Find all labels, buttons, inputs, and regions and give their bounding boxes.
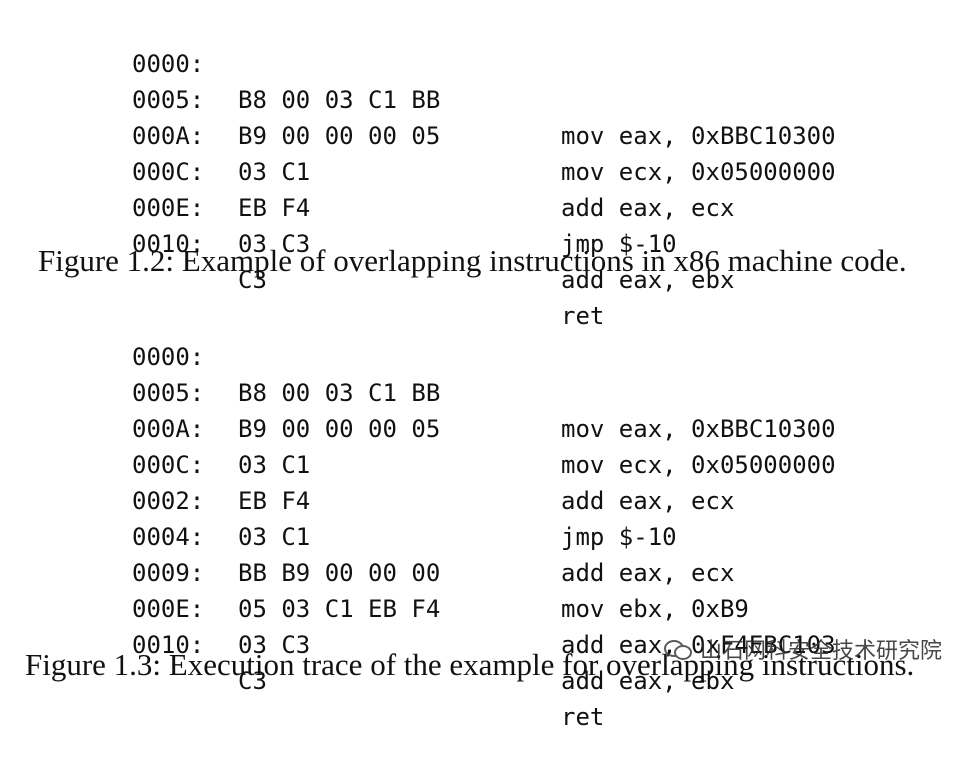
assembly-instruction: ret: [561, 302, 605, 330]
watermark: 山石网科安全技术研究院: [663, 633, 942, 665]
code-row: 000A: 03 C1 add eax, ecx: [0, 375, 977, 515]
code-row: 000E: 03 C3 add eax, ebx: [0, 555, 977, 695]
wechat-icon: [663, 639, 692, 660]
assembly-instruction: mov eax, 0xBBC10300: [561, 122, 836, 150]
address: 000C:: [132, 451, 205, 479]
machine-bytes: B9 00 00 00 05: [238, 122, 441, 150]
figure-1-2-caption: Figure 1.2: Example of overlapping instr…: [38, 243, 907, 278]
assembly-instruction: ret: [561, 703, 605, 731]
code-row: 0010: C3 ret: [0, 190, 977, 330]
machine-bytes: EB F4: [238, 487, 311, 515]
machine-bytes: BB B9 00 00 00: [238, 559, 441, 587]
address: 000A:: [132, 415, 205, 443]
address: 0009:: [132, 559, 205, 587]
machine-bytes: B8 00 03 C1 BB: [238, 86, 441, 114]
code-row: 0000: B8 00 03 C1 BB mov eax, 0xBBC10300: [0, 10, 977, 150]
address: 0000:: [132, 50, 205, 78]
code-row: 0004: BB B9 00 00 00 mov ebx, 0xB9: [0, 483, 977, 623]
code-row: 000A: 03 C1 add eax, ecx: [0, 82, 977, 222]
machine-bytes: 03 C3: [238, 230, 311, 258]
machine-bytes: 03 C1: [238, 158, 311, 186]
assembly-instruction: mov ecx, 0x05000000: [561, 451, 836, 479]
code-row: 000C: EB F4 jmp $-10: [0, 411, 977, 551]
address: 0004:: [132, 523, 205, 551]
address: 0010:: [132, 230, 205, 258]
machine-bytes: 05 03 C1 EB F4: [238, 595, 441, 623]
code-row: 0002: 03 C1 add eax, ecx: [0, 447, 977, 587]
assembly-instruction: add eax, ebx: [561, 266, 735, 294]
code-row: 0010: C3 ret: [0, 591, 977, 731]
code-row: 0005: B9 00 00 00 05 mov ecx, 0x05000000: [0, 46, 977, 186]
figure-1-3-caption: Figure 1.3: Execution trace of the examp…: [25, 647, 915, 682]
code-row: 000E: 03 C3 add eax, ebx: [0, 154, 977, 294]
assembly-instruction: mov ecx, 0x05000000: [561, 158, 836, 186]
machine-bytes: B9 00 00 00 05: [238, 415, 441, 443]
address: 000C:: [132, 158, 205, 186]
assembly-instruction: add eax, ecx: [561, 194, 735, 222]
assembly-instruction: jmp $-10: [561, 523, 677, 551]
machine-bytes: B8 00 03 C1 BB: [238, 379, 441, 407]
assembly-instruction: add eax, ecx: [561, 559, 735, 587]
machine-bytes: 03 C1: [238, 451, 311, 479]
assembly-instruction: mov ebx, 0xB9: [561, 595, 749, 623]
assembly-instruction: jmp $-10: [561, 230, 677, 258]
address: 000A:: [132, 122, 205, 150]
code-row: 0005: B9 00 00 00 05 mov ecx, 0x05000000: [0, 339, 977, 479]
address: 0000:: [132, 343, 205, 371]
machine-bytes: 03 C1: [238, 523, 311, 551]
machine-bytes: EB F4: [238, 194, 311, 222]
address: 0002:: [132, 487, 205, 515]
code-row: 0009: 05 03 C1 EB F4 add eax, 0xF4EBC103: [0, 519, 977, 659]
code-row: 000C: EB F4 jmp $-10: [0, 118, 977, 258]
code-row: 0000: B8 00 03 C1 BB mov eax, 0xBBC10300: [0, 303, 977, 443]
machine-bytes: C3: [238, 266, 267, 294]
address: 0010:: [132, 631, 205, 659]
address: 0005:: [132, 86, 205, 114]
address: 0005:: [132, 379, 205, 407]
machine-bytes: 03 C3: [238, 631, 311, 659]
address: 000E:: [132, 595, 205, 623]
machine-bytes: C3: [238, 667, 267, 695]
assembly-instruction: add eax, ebx: [561, 667, 735, 695]
assembly-instruction: add eax, ecx: [561, 487, 735, 515]
watermark-text: 山石网科安全技术研究院: [699, 639, 942, 664]
address: 000E:: [132, 194, 205, 222]
assembly-instruction: mov eax, 0xBBC10300: [561, 415, 836, 443]
